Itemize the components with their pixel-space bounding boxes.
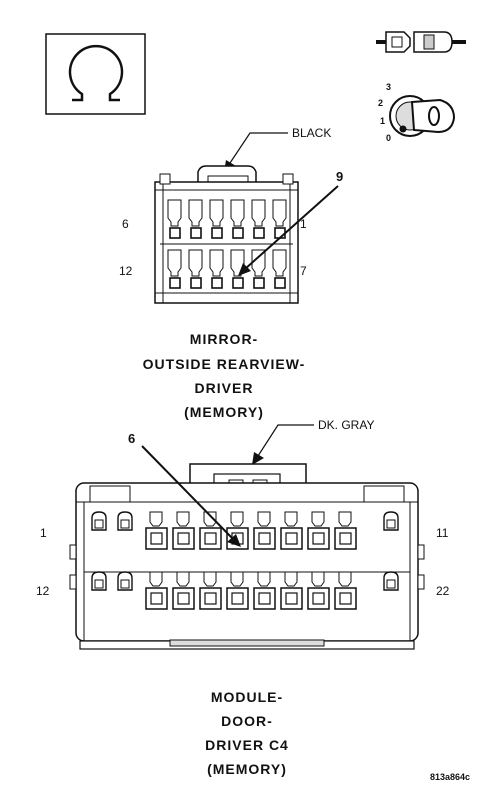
door-small-cavity bbox=[91, 571, 107, 591]
door-small-cavity bbox=[91, 511, 107, 531]
connector-disconnect-icon bbox=[376, 31, 466, 53]
door-cavity bbox=[199, 511, 222, 550]
door-small-cavity bbox=[117, 571, 133, 591]
door-cavity bbox=[253, 511, 276, 550]
door-small-cavity bbox=[383, 511, 399, 531]
ignition-key-icon: 3 2 1 0 bbox=[378, 82, 456, 143]
mirror-cavity bbox=[272, 199, 287, 239]
mirror-caption-line2: OUTSIDE REARVIEW- bbox=[143, 356, 306, 372]
mirror-cavity bbox=[167, 199, 182, 239]
door-cavity bbox=[334, 571, 357, 610]
door-pin-1-label: 1 bbox=[40, 526, 47, 540]
mirror-connector-color-label: BLACK bbox=[292, 126, 331, 140]
mirror-callout-pin: 9 bbox=[336, 169, 343, 184]
ignition-pos-1: 1 bbox=[380, 116, 385, 126]
mirror-cavity bbox=[272, 249, 287, 289]
mirror-cavity bbox=[251, 249, 266, 289]
mirror-cavity bbox=[209, 199, 224, 239]
door-small-cavity bbox=[117, 511, 133, 531]
door-pin-12-label: 12 bbox=[36, 584, 50, 598]
door-connector-color-label: DK. GRAY bbox=[318, 418, 374, 432]
mirror-cavity bbox=[251, 199, 266, 239]
door-cavity bbox=[280, 511, 303, 550]
door-connector-cavities bbox=[91, 511, 399, 610]
door-small-cavity bbox=[383, 571, 399, 591]
ignition-pos-0: 0 bbox=[386, 133, 391, 143]
door-cavity bbox=[307, 511, 330, 550]
mirror-pin-12-label: 12 bbox=[119, 264, 133, 278]
door-pin-22-label: 22 bbox=[436, 584, 450, 598]
reference-code: 813a864c bbox=[430, 772, 470, 782]
door-caption-line1: MODULE- bbox=[211, 689, 283, 705]
mirror-caption-line4: (MEMORY) bbox=[184, 404, 264, 420]
door-caption-line3: DRIVER C4 bbox=[205, 737, 289, 753]
mirror-caption-line1: MIRROR- bbox=[190, 331, 258, 347]
mirror-cavity bbox=[167, 249, 182, 289]
mirror-pin-6-label: 6 bbox=[122, 217, 129, 231]
door-cavity bbox=[253, 571, 276, 610]
door-caption-line4: (MEMORY) bbox=[207, 761, 287, 777]
mirror-cavity bbox=[209, 249, 224, 289]
door-cavity bbox=[334, 511, 357, 550]
door-cavity bbox=[145, 511, 168, 550]
ohmmeter-symbol-icon bbox=[45, 33, 146, 115]
mirror-caption-line3: DRIVER bbox=[195, 380, 254, 396]
door-module-connector: DK. GRAY 1 11 12 22 6 bbox=[36, 418, 450, 650]
mirror-cavity bbox=[230, 199, 245, 239]
mirror-connector-cavities bbox=[167, 199, 287, 289]
door-cavity bbox=[172, 571, 195, 610]
door-cavity bbox=[307, 571, 330, 610]
door-cavity bbox=[145, 571, 168, 610]
door-caption-line2: DOOR- bbox=[221, 713, 273, 729]
ignition-pos-2: 2 bbox=[378, 98, 383, 108]
door-cavity bbox=[226, 571, 249, 610]
door-cavity bbox=[172, 511, 195, 550]
mirror-cavity bbox=[188, 249, 203, 289]
mirror-cavity bbox=[188, 199, 203, 239]
mirror-pin-7-label: 7 bbox=[300, 264, 307, 278]
door-cavity bbox=[280, 571, 303, 610]
mirror-pin-1-label: 1 bbox=[300, 217, 307, 231]
door-pin-11-label: 11 bbox=[436, 526, 449, 540]
mirror-connector: BLACK 6 1 12 7 9 bbox=[119, 126, 343, 304]
mirror-connector-caption: MIRROR- OUTSIDE REARVIEW- DRIVER (MEMORY… bbox=[143, 331, 306, 420]
door-cavity bbox=[199, 571, 222, 610]
ignition-pos-3: 3 bbox=[386, 82, 391, 92]
door-callout-pin: 6 bbox=[128, 431, 135, 446]
door-module-connector-caption: MODULE- DOOR- DRIVER C4 (MEMORY) bbox=[205, 689, 289, 777]
